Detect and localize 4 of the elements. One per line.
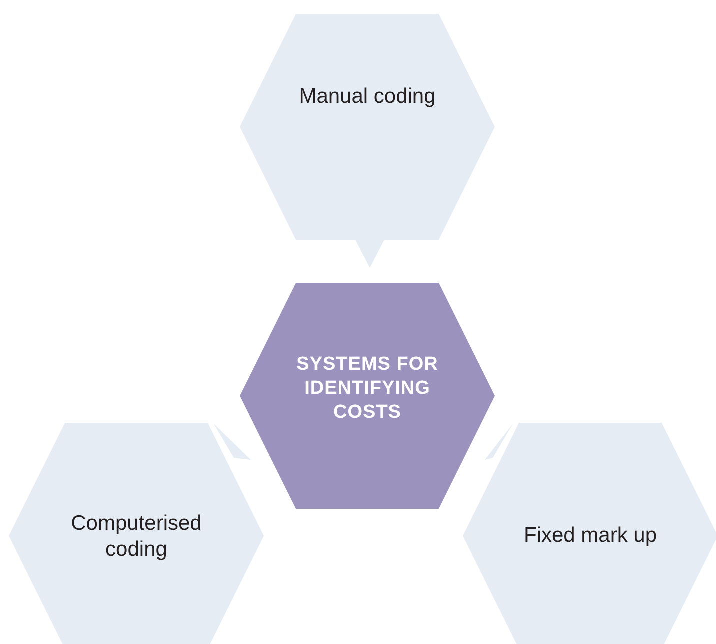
hexagon-label: Manual coding bbox=[298, 84, 437, 110]
hexagon-label: Computerised coding bbox=[70, 511, 203, 564]
hexagon-label: Fixed mark up bbox=[522, 523, 658, 549]
hexagon-label: SYSTEMS FOR IDENTIFYING COSTS bbox=[296, 353, 440, 424]
